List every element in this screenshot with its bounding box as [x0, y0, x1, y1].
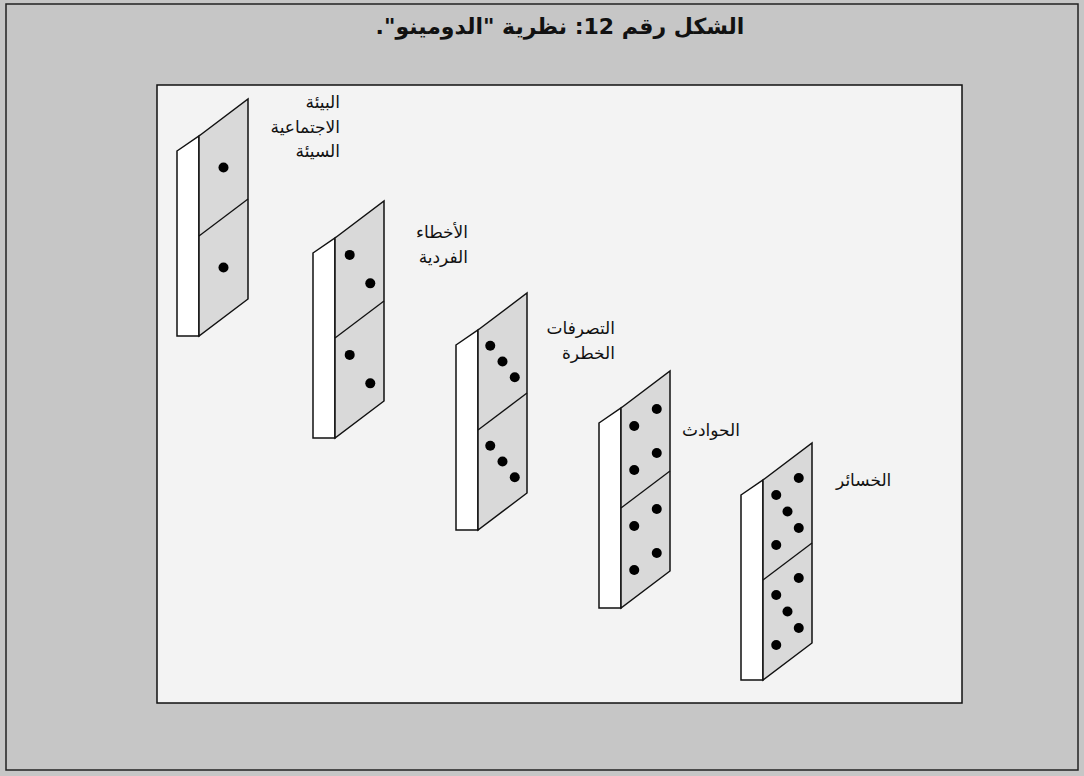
domino-pip [794, 473, 804, 483]
domino-pip [485, 341, 495, 351]
domino-pip [629, 565, 639, 575]
domino-side [313, 238, 335, 438]
domino-pip [783, 607, 793, 617]
domino-drawing [740, 442, 813, 681]
domino-face [199, 99, 248, 336]
domino-drawing [455, 292, 528, 531]
domino-divider [478, 393, 527, 430]
domino-pip [510, 472, 520, 482]
domino-pip [365, 378, 375, 388]
domino-pip [345, 350, 355, 360]
domino-label: البيئة الاجتماعية السيئة [254, 90, 340, 164]
domino-pip [794, 523, 804, 533]
domino-pip [771, 490, 781, 500]
domino-pip [629, 465, 639, 475]
domino-divider [763, 543, 812, 580]
domino-pip [219, 263, 229, 273]
domino-tile: الأخطاء الفردية [312, 200, 383, 437]
domino-pip [498, 457, 508, 467]
domino-drawing [598, 370, 671, 609]
figure-title: الشكل رقم 12: نظرية "الدومينو". [160, 14, 960, 39]
domino-pip [485, 441, 495, 451]
domino-face [763, 443, 812, 680]
domino-pip [365, 278, 375, 288]
domino-side [177, 136, 199, 336]
domino-pip [652, 504, 662, 514]
domino-pip [783, 507, 793, 517]
domino-tile: التصرفات الخطرة [455, 292, 526, 529]
domino-tile: الحوادث [598, 370, 669, 607]
domino-face [335, 201, 384, 438]
inner-panel [157, 85, 962, 703]
domino-pip [794, 623, 804, 633]
domino-tile: البيئة الاجتماعية السيئة [176, 98, 247, 335]
domino-pip [794, 573, 804, 583]
domino-side [456, 330, 478, 530]
domino-pip [629, 521, 639, 531]
domino-tile: الخسائر [740, 442, 811, 679]
domino-divider [335, 301, 384, 338]
domino-pip [652, 448, 662, 458]
domino-label: التصرفات الخطرة [533, 316, 615, 365]
domino-face [478, 293, 527, 530]
domino-face [621, 371, 670, 608]
domino-side [599, 408, 621, 608]
domino-pip [219, 163, 229, 173]
domino-label: الأخطاء الفردية [390, 220, 468, 269]
domino-pip [498, 357, 508, 367]
domino-pip [771, 640, 781, 650]
domino-side [741, 480, 763, 680]
outer-border [6, 4, 1078, 770]
domino-divider [199, 199, 248, 236]
domino-pip [771, 590, 781, 600]
domino-divider [621, 471, 670, 508]
domino-drawing [176, 98, 249, 337]
domino-pip [652, 548, 662, 558]
domino-pip [771, 540, 781, 550]
domino-pip [629, 421, 639, 431]
domino-pip [510, 372, 520, 382]
domino-pip [652, 404, 662, 414]
domino-pip [345, 250, 355, 260]
domino-drawing [312, 200, 385, 439]
domino-label: الحوادث [682, 418, 740, 443]
domino-label: الخسائر [836, 468, 891, 493]
